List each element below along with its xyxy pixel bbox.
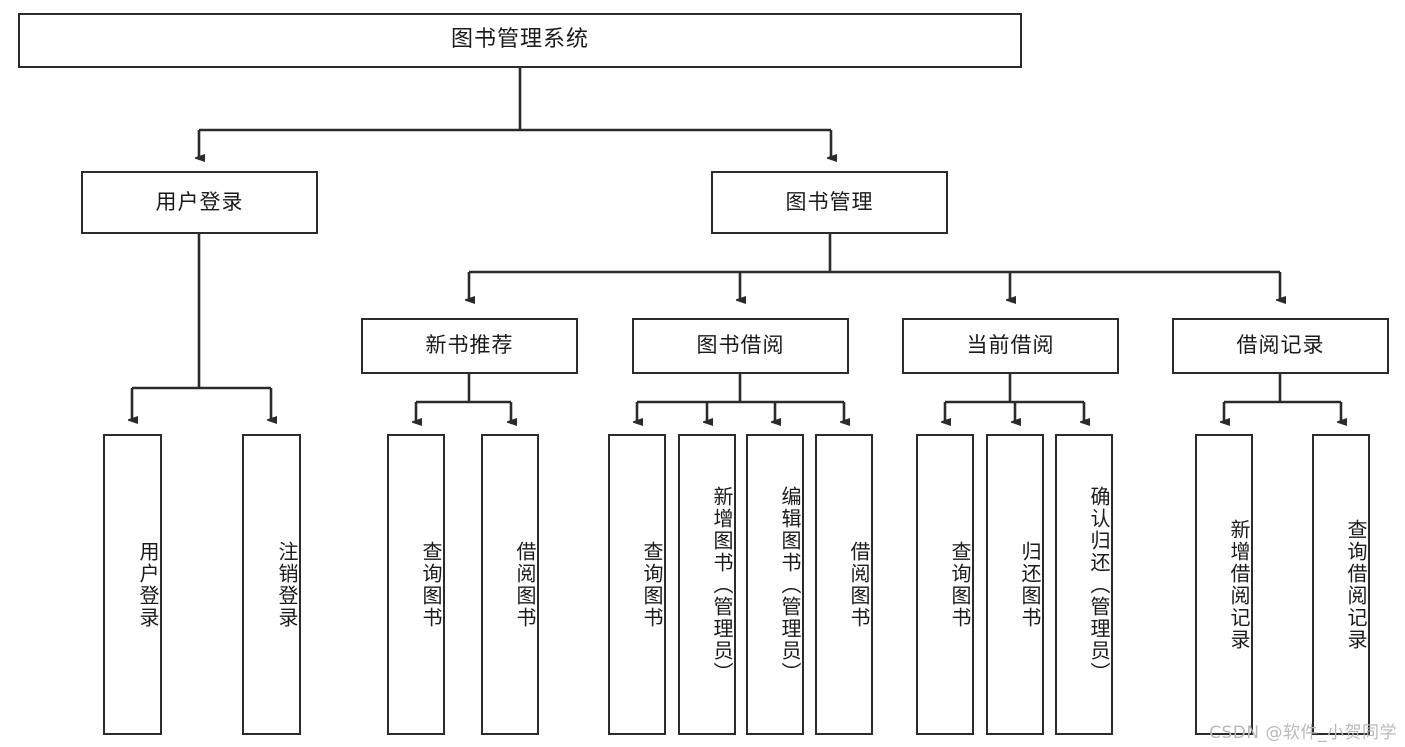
node-new-book-recommend[interactable]: 新书推荐 — [361, 318, 578, 374]
node-label: 查询图书 — [948, 540, 972, 629]
node-user-login[interactable]: 用户登录 — [81, 171, 318, 234]
leaf-new-book-borrow-book[interactable]: 借阅图书 — [481, 434, 539, 735]
node-borrow-record[interactable]: 借阅记录 — [1172, 318, 1389, 374]
node-label: 借阅记录 — [1236, 333, 1325, 358]
leaf-user-login-login[interactable]: 用户登录 — [103, 434, 162, 735]
node-label: 用户登录 — [136, 540, 160, 629]
leaf-borrow-record-query-record[interactable]: 查询借阅记录 — [1312, 434, 1370, 735]
node-label: 确认归还（管理员） — [1087, 485, 1111, 684]
node-label: 新增借阅记录 — [1227, 518, 1251, 651]
node-label: 借阅图书 — [847, 540, 871, 629]
node-label: 编辑图书（管理员） — [778, 485, 802, 684]
node-label: 新增图书（管理员） — [710, 485, 734, 684]
leaf-new-book-query-book[interactable]: 查询图书 — [387, 434, 445, 735]
node-label: 查询图书 — [419, 540, 443, 629]
leaf-book-borrow-edit-book-admin[interactable]: 编辑图书（管理员） — [746, 434, 804, 735]
leaf-book-borrow-add-book-admin[interactable]: 新增图书（管理员） — [678, 434, 736, 735]
node-label: 新书推荐 — [425, 333, 514, 358]
node-label: 查询图书 — [640, 540, 664, 629]
node-book-borrow[interactable]: 图书借阅 — [632, 318, 849, 374]
node-label: 归还图书 — [1018, 540, 1042, 629]
leaf-book-borrow-borrow-book[interactable]: 借阅图书 — [815, 434, 873, 735]
node-label: 当前借阅 — [966, 333, 1055, 358]
node-label: 查询借阅记录 — [1344, 518, 1368, 651]
csdn-watermark: CSDN @软件_小贺同学 — [1209, 723, 1397, 743]
leaf-user-login-logout[interactable]: 注销登录 — [242, 434, 301, 735]
node-label: 图书管理 — [785, 189, 874, 214]
node-label: 注销登录 — [275, 540, 299, 629]
node-book-management[interactable]: 图书管理 — [711, 171, 948, 234]
leaf-current-borrow-query-book[interactable]: 查询图书 — [916, 434, 974, 735]
node-label: 图书借阅 — [696, 333, 785, 358]
node-label: 图书管理系统 — [450, 27, 589, 53]
leaf-current-borrow-return-book[interactable]: 归还图书 — [986, 434, 1044, 735]
leaf-current-borrow-confirm-return-admin[interactable]: 确认归还（管理员） — [1055, 434, 1113, 735]
node-root-book-management-system[interactable]: 图书管理系统 — [18, 13, 1022, 68]
leaf-book-borrow-query-book[interactable]: 查询图书 — [608, 434, 666, 735]
leaf-borrow-record-add-record[interactable]: 新增借阅记录 — [1195, 434, 1253, 735]
node-label: 借阅图书 — [513, 540, 537, 629]
node-current-borrow[interactable]: 当前借阅 — [902, 318, 1119, 374]
node-label: 用户登录 — [155, 189, 244, 214]
